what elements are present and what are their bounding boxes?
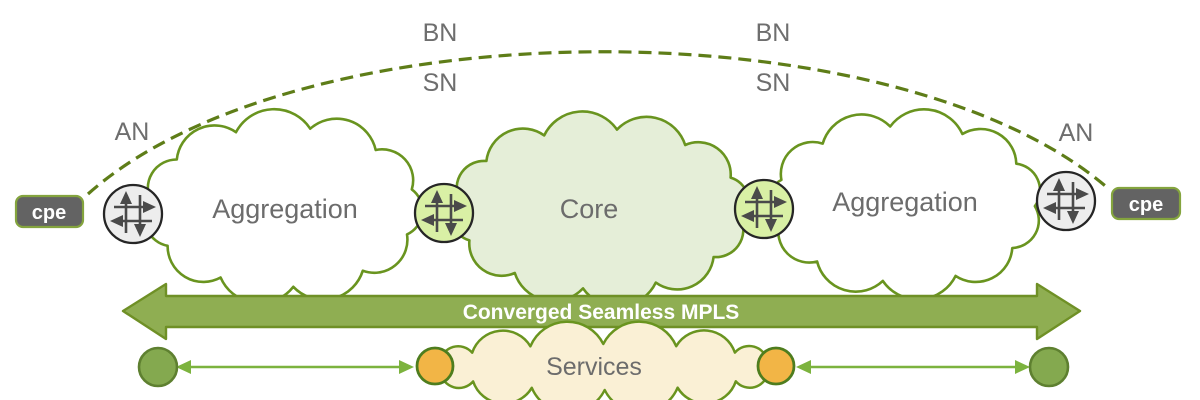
access-endpoint-dot-left: [137, 346, 179, 388]
service-span-arrow-left: [176, 360, 414, 374]
cpe-label: cpe: [32, 202, 66, 224]
bn-label-right: BN: [756, 19, 791, 47]
router-arrow-head-icon: [741, 210, 754, 222]
an-router-icon-left: [102, 183, 164, 245]
bn-label-left: BN: [423, 19, 458, 47]
aggregation-left-label: Aggregation: [212, 194, 358, 224]
mpls-arrow-label: Converged Seamless MPLS: [463, 301, 740, 324]
router-arrow-head-icon: [421, 214, 434, 226]
aggregation-right-label: Aggregation: [832, 187, 978, 217]
sn-label-left: SN: [423, 69, 458, 97]
an-router-icon-right: [1035, 170, 1097, 232]
router-arrow-head-icon: [1076, 188, 1089, 200]
router-circle: [102, 183, 164, 245]
bn-sn-router-icon-right: [733, 178, 795, 240]
router-arrow-head-icon: [143, 201, 156, 213]
access-endpoint-dot-right: [1028, 346, 1070, 388]
bn-sn-router-icon-left: [413, 182, 475, 244]
router-arrow-head-icon: [765, 219, 777, 232]
router-arrow-head-icon: [120, 191, 132, 204]
arrowhead-right-icon: [1015, 360, 1030, 374]
router-arrow-head-icon: [751, 186, 763, 199]
router-circle: [1035, 170, 1097, 232]
service-span-arrow-right: [796, 360, 1030, 374]
cpe-node-left: cpe: [14, 194, 85, 229]
router-arrow-head-icon: [445, 223, 457, 236]
router-arrow-head-icon: [134, 224, 146, 237]
router-arrow-head-icon: [431, 190, 443, 203]
router-arrow-head-icon: [1067, 211, 1079, 224]
service-node-dot-right: [756, 346, 796, 386]
cpe-node-right: cpe: [1110, 186, 1182, 221]
router-arrow-head-icon: [1043, 202, 1056, 214]
router-circle: [413, 182, 475, 244]
an-label-left: AN: [115, 118, 150, 146]
an-label-right: AN: [1059, 119, 1094, 147]
router-arrow-head-icon: [454, 200, 467, 212]
arrowhead-right-icon: [399, 360, 414, 374]
arrowhead-left-icon: [176, 360, 191, 374]
router-arrow-head-icon: [1053, 178, 1065, 191]
service-node-dot-left: [415, 346, 455, 386]
cpe-label: cpe: [1129, 194, 1163, 216]
router-circle: [733, 178, 795, 240]
core-label: Core: [560, 194, 619, 224]
arrowhead-left-icon: [796, 360, 811, 374]
sn-label-right: SN: [756, 69, 791, 97]
cpe-box: [14, 194, 85, 229]
end-to-end-lsp-dashed-arc: [86, 50, 1112, 196]
router-arrow-head-icon: [774, 196, 787, 208]
cpe-box: [1110, 186, 1182, 221]
services-label: Services: [546, 353, 642, 381]
converged-mpls-double-arrow: [121, 282, 1082, 341]
router-arrow-head-icon: [110, 215, 123, 227]
